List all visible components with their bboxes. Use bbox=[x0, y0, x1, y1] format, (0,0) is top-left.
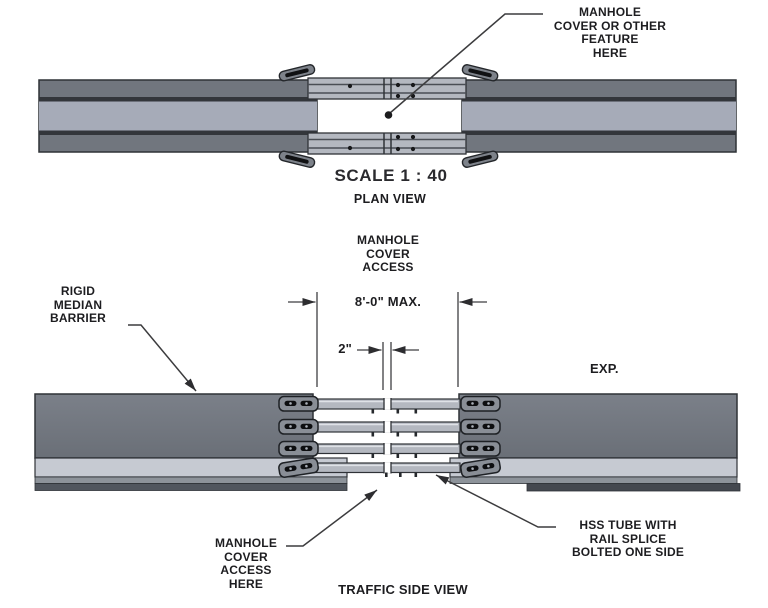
feature-callout-label: MANHOLE COVER OR OTHER FEATURE HERE bbox=[553, 5, 667, 60]
plan-rails bbox=[307, 77, 467, 155]
hss-tube-leader bbox=[435, 474, 556, 528]
max-width-dimension-text: 8'-0" MAX. bbox=[354, 294, 422, 309]
hss-tube bbox=[312, 421, 461, 437]
side-right-barrier-block bbox=[449, 393, 741, 492]
rigid-median-barrier-label: RIGID MEDIAN BARRIER bbox=[49, 284, 107, 325]
splice-plate bbox=[460, 418, 501, 435]
hss-tube-label: HSS TUBE WITH RAIL SPLICE BOLTED ONE SID… bbox=[571, 518, 685, 559]
manhole-access-heading: MANHOLE COVER ACCESS bbox=[356, 233, 420, 274]
gap-dimension-text: 2" bbox=[338, 341, 352, 356]
rigid-barrier-leader bbox=[128, 324, 197, 392]
hss-tube bbox=[312, 443, 461, 458]
splice-plate bbox=[460, 457, 501, 478]
splice-plate bbox=[460, 440, 501, 457]
side-hss-tubes bbox=[312, 398, 461, 477]
plan-view-drawing bbox=[38, 13, 737, 168]
dimension-8ft-max bbox=[288, 292, 487, 387]
splice-plate bbox=[278, 440, 319, 457]
plan-splice-hooks bbox=[278, 64, 499, 168]
plan-bolts bbox=[347, 82, 416, 152]
splice-plate bbox=[278, 418, 319, 435]
plan-view-title: PLAN VIEW bbox=[353, 192, 427, 206]
splice-plate bbox=[460, 395, 501, 412]
leader-lines bbox=[128, 324, 556, 547]
side-left-barrier-block bbox=[34, 393, 348, 491]
splice-plate bbox=[278, 457, 319, 478]
exp-label: EXP. bbox=[590, 361, 619, 376]
hss-tube bbox=[312, 398, 461, 414]
scale-label: SCALE 1 : 40 bbox=[334, 166, 448, 185]
feature-callout-leader bbox=[384, 13, 543, 119]
side-splice-plates bbox=[278, 395, 501, 478]
dimension-2in bbox=[357, 342, 419, 390]
splice-plate bbox=[278, 395, 319, 412]
traffic-side-view-title: TRAFFIC SIDE VIEW bbox=[338, 582, 468, 597]
access-here-label: MANHOLE COVER ACCESS HERE bbox=[214, 536, 278, 591]
plan-left-barrier-segment bbox=[38, 79, 318, 153]
side-view-drawing bbox=[34, 292, 741, 547]
plan-right-barrier-segment bbox=[461, 79, 737, 153]
access-here-leader bbox=[286, 489, 378, 547]
